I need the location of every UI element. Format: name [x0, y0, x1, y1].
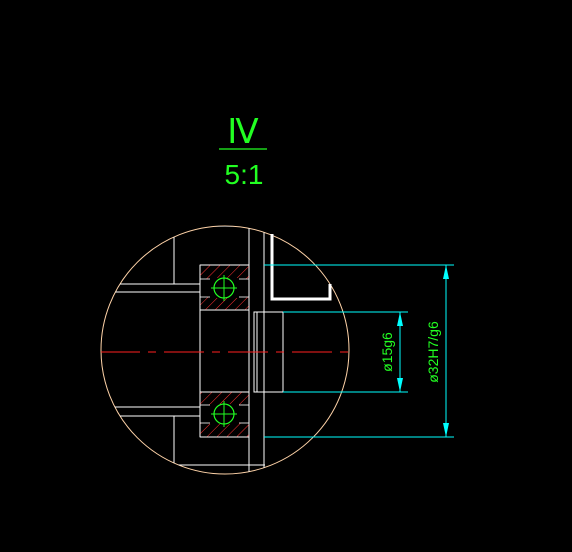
seal-bracket	[270, 234, 332, 301]
dimension-extensions	[264, 264, 454, 438]
detail-label: Ⅳ	[227, 113, 259, 151]
bearing-ball-top	[210, 275, 239, 301]
bearing-ball-bottom	[210, 401, 239, 427]
dimension-housing-text: ø32H7/g6	[425, 321, 441, 383]
section-geometry	[101, 226, 349, 474]
dimension-shaft: ø15g6	[379, 312, 403, 392]
dimension-shaft-text: ø15g6	[379, 332, 395, 372]
detail-scale: 5:1	[225, 159, 264, 190]
detail-title: Ⅳ 5:1	[219, 113, 267, 190]
dimension-housing: ø32H7/g6	[425, 265, 449, 437]
